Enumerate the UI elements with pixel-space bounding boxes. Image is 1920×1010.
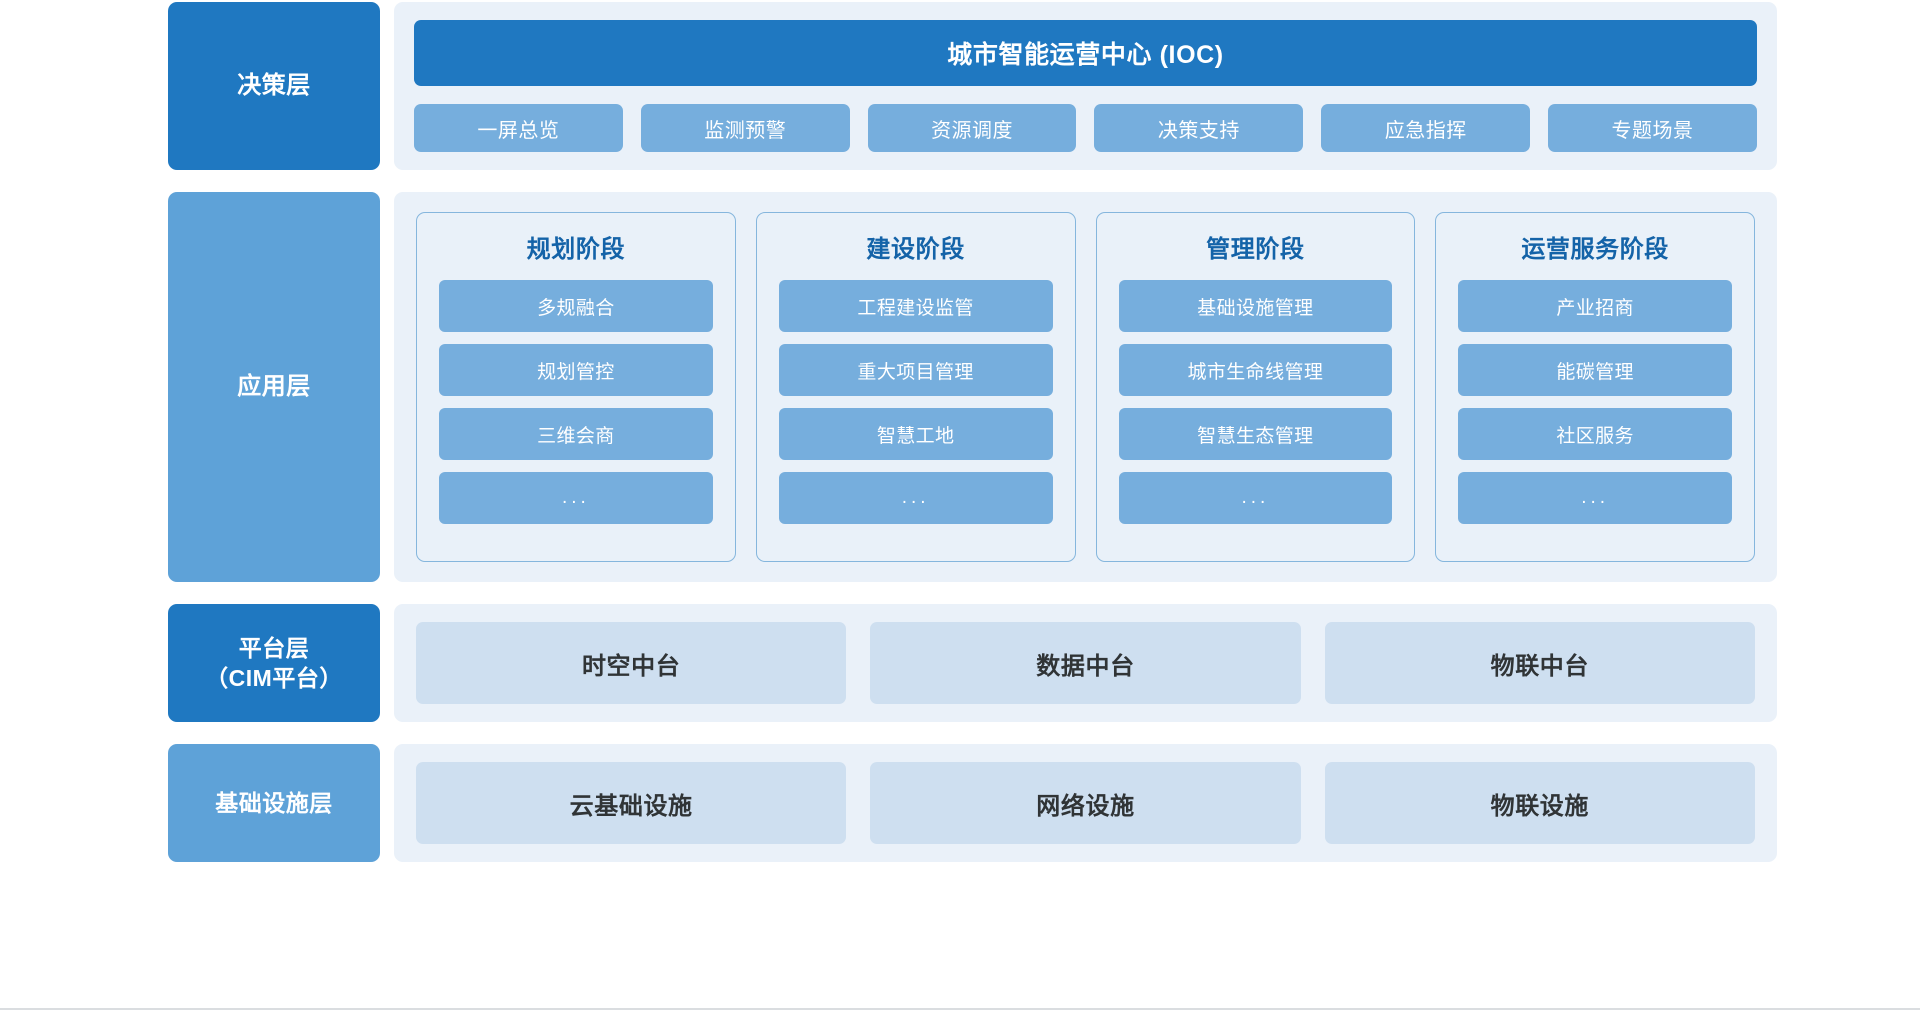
decision-chip[interactable]: 应急指挥	[1321, 104, 1531, 152]
stage-item[interactable]: 城市生命线管理	[1118, 344, 1393, 396]
stage-item-more[interactable]: ...	[1118, 472, 1393, 524]
stage-title: 规划阶段	[526, 236, 626, 263]
decision-chip[interactable]: 决策支持	[1094, 104, 1304, 152]
stage-item[interactable]: 三维会商	[439, 408, 713, 460]
platform-layer-label-line2: （CIM平台）	[205, 665, 343, 691]
platform-layer-row: 平台层 （CIM平台） 时空中台 数据中台 物联中台	[0, 604, 1920, 722]
infrastructure-layer-row: 基础设施层 云基础设施 网络设施 物联设施	[0, 744, 1920, 862]
platform-card[interactable]: 数据中台	[870, 622, 1301, 704]
stage-column-operation: 运营服务阶段 产业招商 能碳管理 社区服务 ...	[1435, 212, 1755, 562]
stage-column-construction: 建设阶段 工程建设监管 重大项目管理 智慧工地 ...	[755, 212, 1076, 562]
platform-card[interactable]: 时空中台	[416, 622, 847, 704]
platform-layer-panel: 时空中台 数据中台 物联中台	[394, 604, 1777, 722]
stage-item-more[interactable]: ...	[1458, 472, 1732, 524]
platform-layer-label: 平台层 （CIM平台）	[168, 604, 380, 722]
infrastructure-card[interactable]: 网络设施	[870, 762, 1301, 844]
stage-item-more[interactable]: ...	[439, 472, 713, 524]
stage-item[interactable]: 智慧工地	[778, 408, 1053, 460]
platform-card[interactable]: 物联中台	[1324, 622, 1755, 704]
bottom-divider	[0, 1008, 1920, 1010]
infrastructure-card[interactable]: 物联设施	[1324, 762, 1755, 844]
stage-item[interactable]: 产业招商	[1458, 280, 1732, 332]
infrastructure-card[interactable]: 云基础设施	[416, 762, 847, 844]
platform-layer-label-line1: 平台层	[238, 634, 310, 661]
stage-item[interactable]: 工程建设监管	[778, 280, 1053, 332]
infrastructure-layer-label: 基础设施层	[168, 744, 380, 862]
ioc-banner: 城市智能运营中心 (IOC)	[414, 20, 1757, 86]
decision-chip[interactable]: 监测预警	[640, 104, 850, 152]
stage-column-management: 管理阶段 基础设施管理 城市生命线管理 智慧生态管理 ...	[1095, 212, 1416, 562]
stage-title: 管理阶段	[1206, 236, 1305, 263]
application-layer-row: 应用层 规划阶段 多规融合 规划管控 三维会商 ... 建设阶段 工程建设监管 …	[0, 192, 1920, 582]
stage-title: 运营服务阶段	[1521, 236, 1669, 263]
decision-chip-list: 一屏总览 监测预警 资源调度 决策支持 应急指挥 专题场景	[414, 104, 1757, 152]
stage-item-more[interactable]: ...	[778, 472, 1053, 524]
stage-column-planning: 规划阶段 多规融合 规划管控 三维会商 ...	[416, 212, 736, 562]
stage-item[interactable]: 智慧生态管理	[1118, 408, 1393, 460]
decision-chip[interactable]: 资源调度	[867, 104, 1077, 152]
stage-title: 建设阶段	[866, 236, 965, 263]
stage-item[interactable]: 多规融合	[439, 280, 713, 332]
stage-item[interactable]: 能碳管理	[1458, 344, 1732, 396]
stage-item[interactable]: 重大项目管理	[778, 344, 1053, 396]
stage-item[interactable]: 基础设施管理	[1118, 280, 1393, 332]
infrastructure-layer-panel: 云基础设施 网络设施 物联设施	[394, 744, 1777, 862]
stage-item[interactable]: 规划管控	[439, 344, 713, 396]
decision-layer-row: 决策层 城市智能运营中心 (IOC) 一屏总览 监测预警 资源调度 决策支持 应…	[0, 2, 1920, 170]
decision-layer-panel: 城市智能运营中心 (IOC) 一屏总览 监测预警 资源调度 决策支持 应急指挥 …	[394, 2, 1777, 170]
decision-layer-label: 决策层	[168, 2, 380, 170]
application-layer-label: 应用层	[168, 192, 380, 582]
stage-item[interactable]: 社区服务	[1458, 408, 1732, 460]
application-layer-panel: 规划阶段 多规融合 规划管控 三维会商 ... 建设阶段 工程建设监管 重大项目…	[394, 192, 1777, 582]
stage-grid: 规划阶段 多规融合 规划管控 三维会商 ... 建设阶段 工程建设监管 重大项目…	[416, 212, 1755, 562]
decision-chip[interactable]: 专题场景	[1548, 104, 1757, 152]
decision-chip[interactable]: 一屏总览	[414, 104, 623, 152]
